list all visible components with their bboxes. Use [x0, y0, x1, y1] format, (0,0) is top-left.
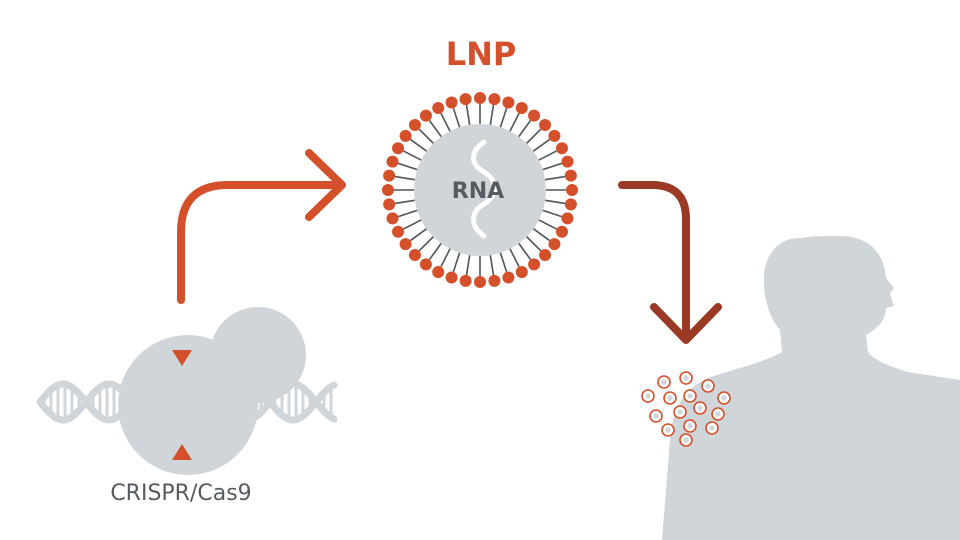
- cut-marker-top-icon: [172, 350, 192, 366]
- arrow-to-lnp: [177, 149, 346, 304]
- lnp-title: LNP: [446, 35, 517, 73]
- rna-strand-icon: [471, 139, 497, 239]
- crispr-cas9-label: CRISPR/Cas9: [110, 481, 251, 506]
- rna-label: RNA: [452, 179, 504, 204]
- arrow-to-body: [618, 181, 722, 344]
- dna-helix-icon: [36, 368, 338, 434]
- cas9-protein-icon: [118, 307, 306, 475]
- cut-marker-bottom-icon: [172, 444, 192, 460]
- cell-cluster-icon: [641, 371, 731, 447]
- lipid-nanoparticle-icon: [382, 92, 578, 288]
- human-silhouette-icon: [662, 236, 960, 540]
